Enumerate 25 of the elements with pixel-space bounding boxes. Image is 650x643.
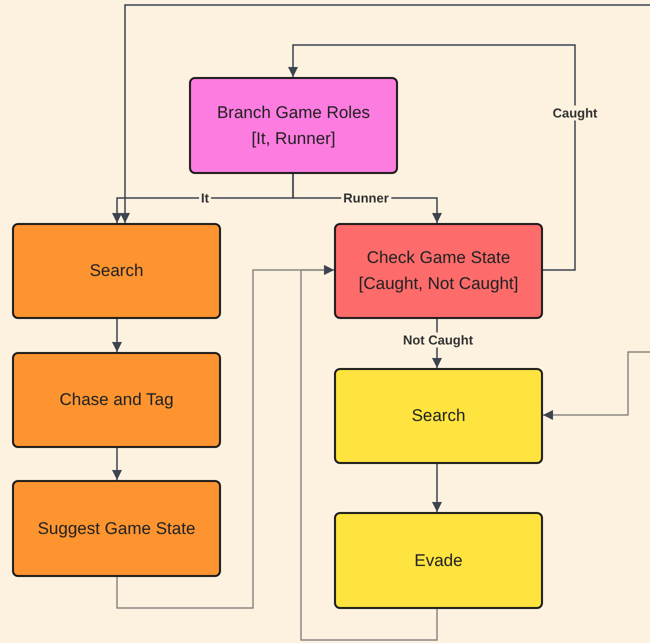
box-label: Search (412, 405, 466, 427)
process-box (189, 77, 398, 174)
edge-label: It (199, 190, 211, 206)
process-box (12, 480, 221, 577)
arrow (120, 4, 650, 223)
arrow (432, 464, 442, 512)
arrow (300, 265, 438, 641)
process-box (334, 368, 543, 464)
arrow (543, 351, 650, 420)
edge-label: Caught (550, 106, 600, 120)
process-box (12, 352, 221, 448)
edge-label: Not Caught (400, 332, 476, 348)
process-box (334, 512, 543, 609)
box-label: Suggest Game State (38, 518, 196, 540)
process-box (334, 223, 543, 319)
arrow (112, 319, 122, 352)
box-label: Chase and Tag (59, 389, 174, 411)
process-box (12, 223, 221, 319)
box-label: Branch Game Roles [It, Runner] (216, 102, 372, 150)
box-label: Check Game State [Caught, Not Caught] (358, 247, 520, 295)
box-label: Evade (414, 550, 463, 572)
arrow (112, 448, 122, 480)
arrow (288, 44, 576, 271)
edge-label: Runner (341, 190, 391, 206)
box-label: Search (90, 260, 144, 282)
